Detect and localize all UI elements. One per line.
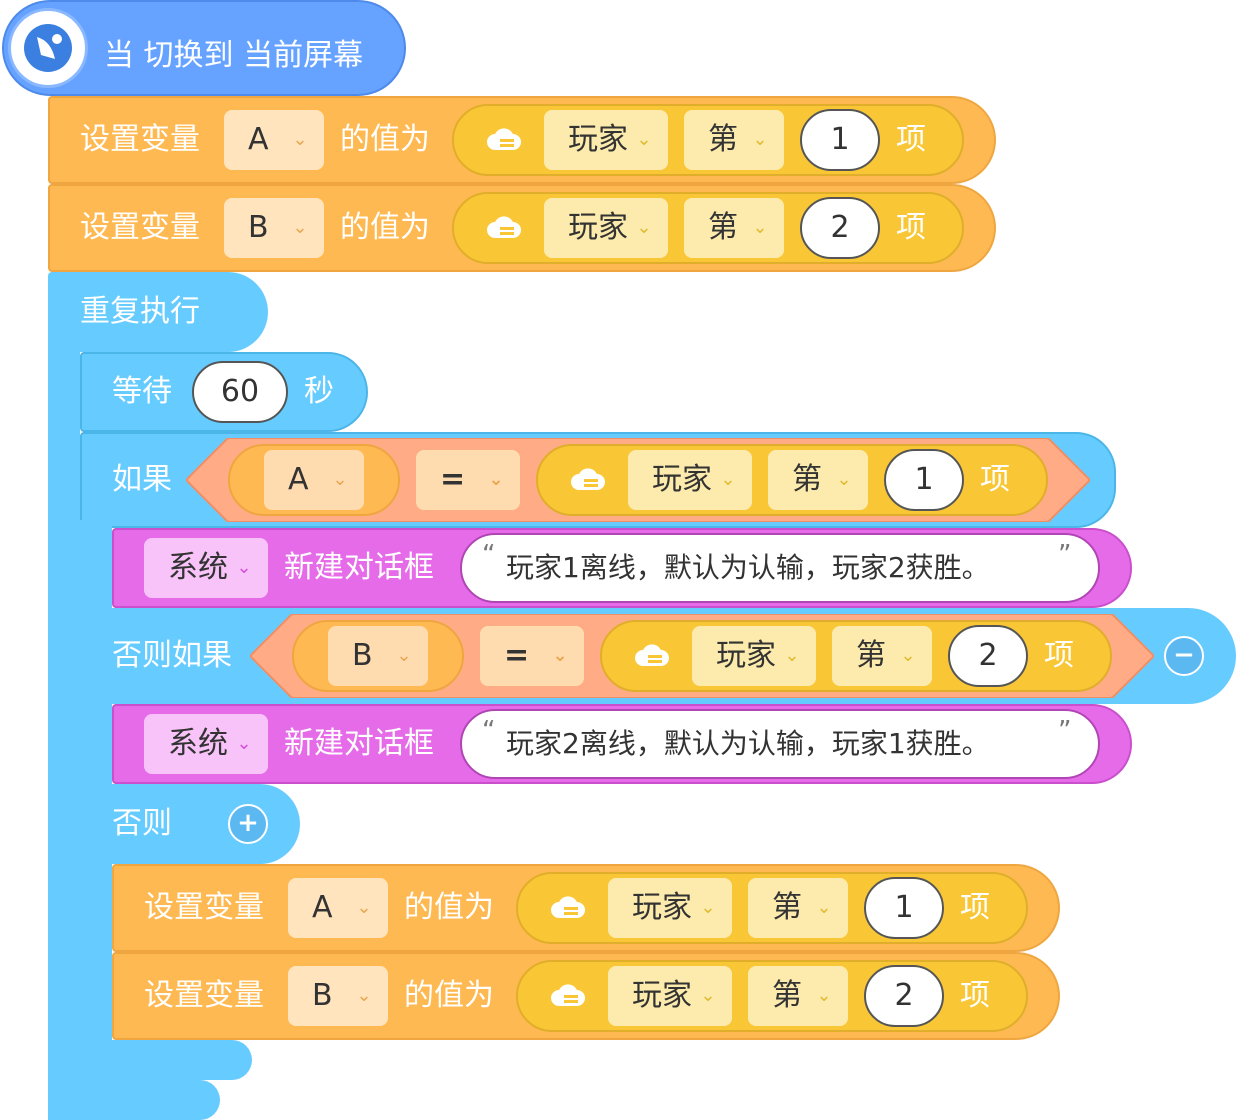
position-dropdown[interactable]: 第⌄	[748, 878, 848, 938]
item-label: 项	[896, 210, 926, 245]
forever-block[interactable]	[48, 272, 268, 352]
chevron-down-icon: ⌄	[720, 469, 736, 490]
value-label: 的值为	[404, 890, 494, 925]
satellite-dish-icon	[8, 8, 88, 88]
add-branch-icon[interactable]: +	[228, 804, 268, 844]
new-dialog-label: 新建对话框	[284, 550, 434, 585]
variable-dropdown[interactable]: A⌄	[224, 110, 324, 170]
forever-label: 重复执行	[80, 294, 200, 329]
chevron-down-icon: ⌄	[700, 897, 716, 918]
open-quote-mark: “	[482, 716, 496, 746]
value-label: 的值为	[340, 122, 430, 157]
else-label: 否则	[112, 806, 172, 841]
target-dropdown[interactable]: 系统⌄	[144, 538, 268, 598]
set-variable-label: 设置变量	[80, 210, 200, 245]
list-dropdown[interactable]: 玩家⌄	[544, 198, 668, 258]
remove-branch-icon[interactable]: −	[1164, 636, 1204, 676]
list-dropdown[interactable]: 玩家⌄	[692, 626, 816, 686]
index-input[interactable]: 1	[800, 109, 880, 171]
chevron-down-icon: ⌄	[784, 645, 800, 666]
cloud-list-icon	[487, 128, 521, 150]
position-dropdown[interactable]: 第⌄	[748, 966, 848, 1026]
cloud-list-icon	[551, 896, 585, 918]
forever-foot	[48, 1080, 220, 1120]
chevron-down-icon: ⌄	[836, 469, 852, 490]
variable-dropdown[interactable]: A⌄	[264, 450, 364, 510]
operator-dropdown[interactable]: =⌄	[480, 626, 584, 686]
chevron-down-icon: ⌄	[292, 129, 308, 150]
index-input[interactable]: 1	[864, 877, 944, 939]
chevron-down-icon: ⌄	[752, 217, 768, 238]
variable-dropdown[interactable]: B⌄	[328, 626, 428, 686]
cloud-list-icon	[635, 644, 669, 666]
target-dropdown[interactable]: 系统⌄	[144, 714, 268, 774]
chevron-down-icon: ⌄	[752, 129, 768, 150]
index-input[interactable]: 2	[948, 625, 1028, 687]
chevron-down-icon: ⌄	[236, 733, 252, 754]
variable-dropdown[interactable]: B⌄	[224, 198, 324, 258]
chevron-down-icon: ⌄	[332, 469, 348, 490]
new-dialog-label: 新建对话框	[284, 726, 434, 761]
dialog-text-input[interactable]: 玩家2离线，默认为认输，玩家1获胜。	[460, 709, 1100, 779]
item-label: 项	[1044, 638, 1074, 673]
chevron-down-icon: ⌄	[700, 985, 716, 1006]
set-variable-label: 设置变量	[144, 978, 264, 1013]
wait-label: 等待	[112, 374, 172, 409]
operator-dropdown[interactable]: =⌄	[416, 450, 520, 510]
item-label: 项	[960, 978, 990, 1013]
index-input[interactable]: 2	[864, 965, 944, 1027]
chevron-down-icon: ⌄	[396, 645, 412, 666]
open-quote-mark: “	[482, 540, 496, 570]
else-if-label: 否则如果	[112, 638, 232, 673]
position-dropdown[interactable]: 第⌄	[684, 110, 784, 170]
close-quote-mark: ”	[1058, 540, 1072, 570]
list-dropdown[interactable]: 玩家⌄	[544, 110, 668, 170]
cloud-list-icon	[551, 984, 585, 1006]
if-foot	[80, 1040, 252, 1080]
close-quote-mark: ”	[1058, 716, 1072, 746]
cloud-list-icon	[571, 468, 605, 490]
index-input[interactable]: 1	[884, 449, 964, 511]
dialog-text-input[interactable]: 玩家1离线，默认为认输，玩家2获胜。	[460, 533, 1100, 603]
position-dropdown[interactable]: 第⌄	[768, 450, 868, 510]
index-input[interactable]: 2	[800, 197, 880, 259]
chevron-down-icon: ⌄	[356, 985, 372, 1006]
value-label: 的值为	[404, 978, 494, 1013]
chevron-down-icon: ⌄	[356, 897, 372, 918]
chevron-down-icon: ⌄	[816, 985, 832, 1006]
chevron-down-icon: ⌄	[488, 469, 504, 490]
item-label: 项	[980, 462, 1010, 497]
variable-dropdown[interactable]: B⌄	[288, 966, 388, 1026]
item-label: 项	[960, 890, 990, 925]
chevron-down-icon: ⌄	[636, 217, 652, 238]
chevron-down-icon: ⌄	[236, 557, 252, 578]
seconds-unit-label: 秒	[304, 374, 334, 409]
value-label: 的值为	[340, 210, 430, 245]
wait-seconds-input[interactable]: 60	[192, 361, 288, 423]
list-dropdown[interactable]: 玩家⌄	[628, 450, 752, 510]
chevron-down-icon: ⌄	[292, 217, 308, 238]
variable-dropdown[interactable]: A⌄	[288, 878, 388, 938]
if-label: 如果	[112, 462, 172, 497]
set-variable-label: 设置变量	[144, 890, 264, 925]
cloud-list-icon	[487, 216, 521, 238]
hat-label: 当 切换到 当前屏幕	[104, 38, 364, 73]
item-label: 项	[896, 122, 926, 157]
chevron-down-icon: ⌄	[900, 645, 916, 666]
forever-arm	[48, 340, 80, 1080]
chevron-down-icon: ⌄	[552, 645, 568, 666]
chevron-down-icon: ⌄	[636, 129, 652, 150]
list-dropdown[interactable]: 玩家⌄	[608, 878, 732, 938]
list-dropdown[interactable]: 玩家⌄	[608, 966, 732, 1026]
position-dropdown[interactable]: 第⌄	[684, 198, 784, 258]
chevron-down-icon: ⌄	[816, 897, 832, 918]
set-variable-label: 设置变量	[80, 122, 200, 157]
position-dropdown[interactable]: 第⌄	[832, 626, 932, 686]
